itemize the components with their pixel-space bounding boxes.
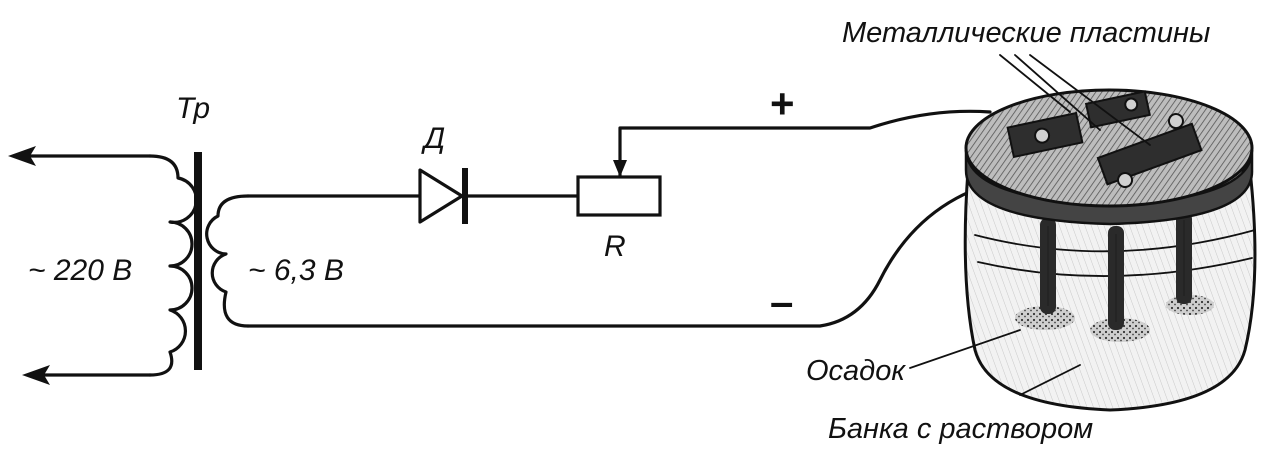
sediment-label: Осадок <box>806 355 906 387</box>
plus-sign: + <box>770 80 795 127</box>
slider-arrowhead <box>613 160 627 177</box>
diode-label: Д <box>421 122 445 155</box>
variable-resistor <box>576 109 992 217</box>
leader-lines <box>909 54 1151 396</box>
resistor-label: R <box>604 230 626 263</box>
metal-plate-left <box>1006 111 1084 159</box>
mains-input-leads <box>8 146 152 385</box>
transformer-core <box>194 152 202 370</box>
transformer-label: Тр <box>176 92 210 125</box>
sediment-deposit <box>1015 306 1075 330</box>
metal-plates <box>1006 90 1203 189</box>
jar-label: Банка с раствором <box>828 413 1093 445</box>
sediment-deposit-2 <box>1090 318 1150 342</box>
metal-plates-label: Металлические пластины <box>842 17 1210 49</box>
arrowhead-bottom <box>22 365 50 385</box>
diode <box>418 168 468 224</box>
secondary-voltage-label: ~ 6,3 В <box>248 254 344 287</box>
minus-sign: – <box>770 278 793 325</box>
transformer-primary-winding <box>148 154 198 377</box>
arrowhead-top <box>8 146 36 166</box>
metal-plate-center <box>1084 90 1151 129</box>
electrodes <box>1040 212 1192 330</box>
primary-voltage-label: ~ 220 В <box>28 254 132 287</box>
transformer-secondary-winding <box>205 194 250 328</box>
